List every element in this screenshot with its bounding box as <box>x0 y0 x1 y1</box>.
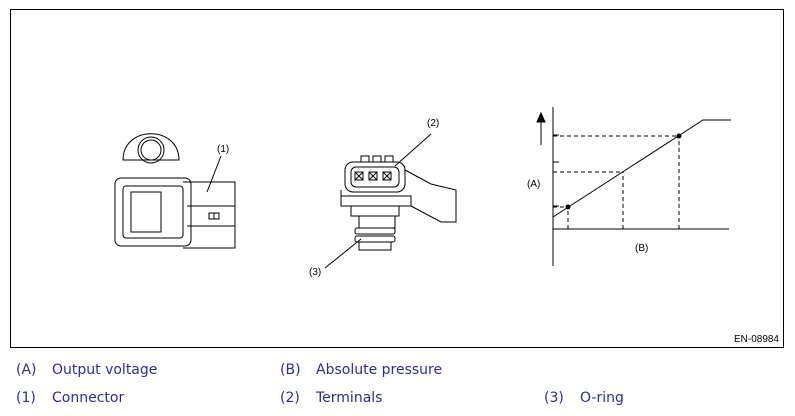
graph-arrow-head <box>536 111 546 123</box>
legend-code: (B) <box>280 362 301 378</box>
legend-text: Absolute pressure <box>316 362 443 378</box>
legend-text: Terminals <box>316 390 383 406</box>
output-graph <box>536 107 731 266</box>
figure-drawing: (1) (2) (3) (A) (B) <box>114 107 731 278</box>
legend-code: (1) <box>16 390 36 406</box>
terminals-leader-line <box>394 133 432 167</box>
sensor-side-view <box>114 133 236 249</box>
legend-code: (3) <box>544 390 564 406</box>
legend-code: (2) <box>280 390 300 406</box>
callout-connector: (1) <box>217 144 229 155</box>
graph-guide-lines <box>553 135 680 229</box>
legend-oring: (3) O-ring <box>544 390 624 406</box>
graph-y-label: (A) <box>527 179 540 190</box>
legend-connector: (1) Connector <box>16 390 124 406</box>
sensor-front-view <box>340 155 457 251</box>
graph-x-label: (B) <box>635 243 648 254</box>
legend-text: Output voltage <box>52 362 158 378</box>
callout-terminals: (2) <box>427 118 439 129</box>
legend-absolute-pressure: (B) Absolute pressure <box>280 362 442 378</box>
connector-leader-line <box>206 155 222 193</box>
oring-leader-line <box>324 238 362 269</box>
legend-row-2: (1) Connector (2) Terminals (3) O-ring <box>0 390 795 410</box>
output-voltage-curve <box>552 119 731 218</box>
legend-code: (A) <box>16 362 37 378</box>
legend-text: Connector <box>52 390 125 406</box>
graph-point-high <box>676 133 682 139</box>
callout-oring: (3) <box>309 267 321 278</box>
legend-terminals: (2) Terminals <box>280 390 382 406</box>
sensor-figure: (1) (2) (3) (A) (B) EN-08984 <box>10 9 784 348</box>
legend-output-voltage: (A) Output voltage <box>16 362 157 378</box>
legend-text: O-ring <box>580 390 624 406</box>
figure-id: EN-08984 <box>733 334 779 345</box>
legend-row-1: (A) Output voltage (B) Absolute pressure <box>0 362 795 382</box>
graph-point-low <box>565 204 571 210</box>
